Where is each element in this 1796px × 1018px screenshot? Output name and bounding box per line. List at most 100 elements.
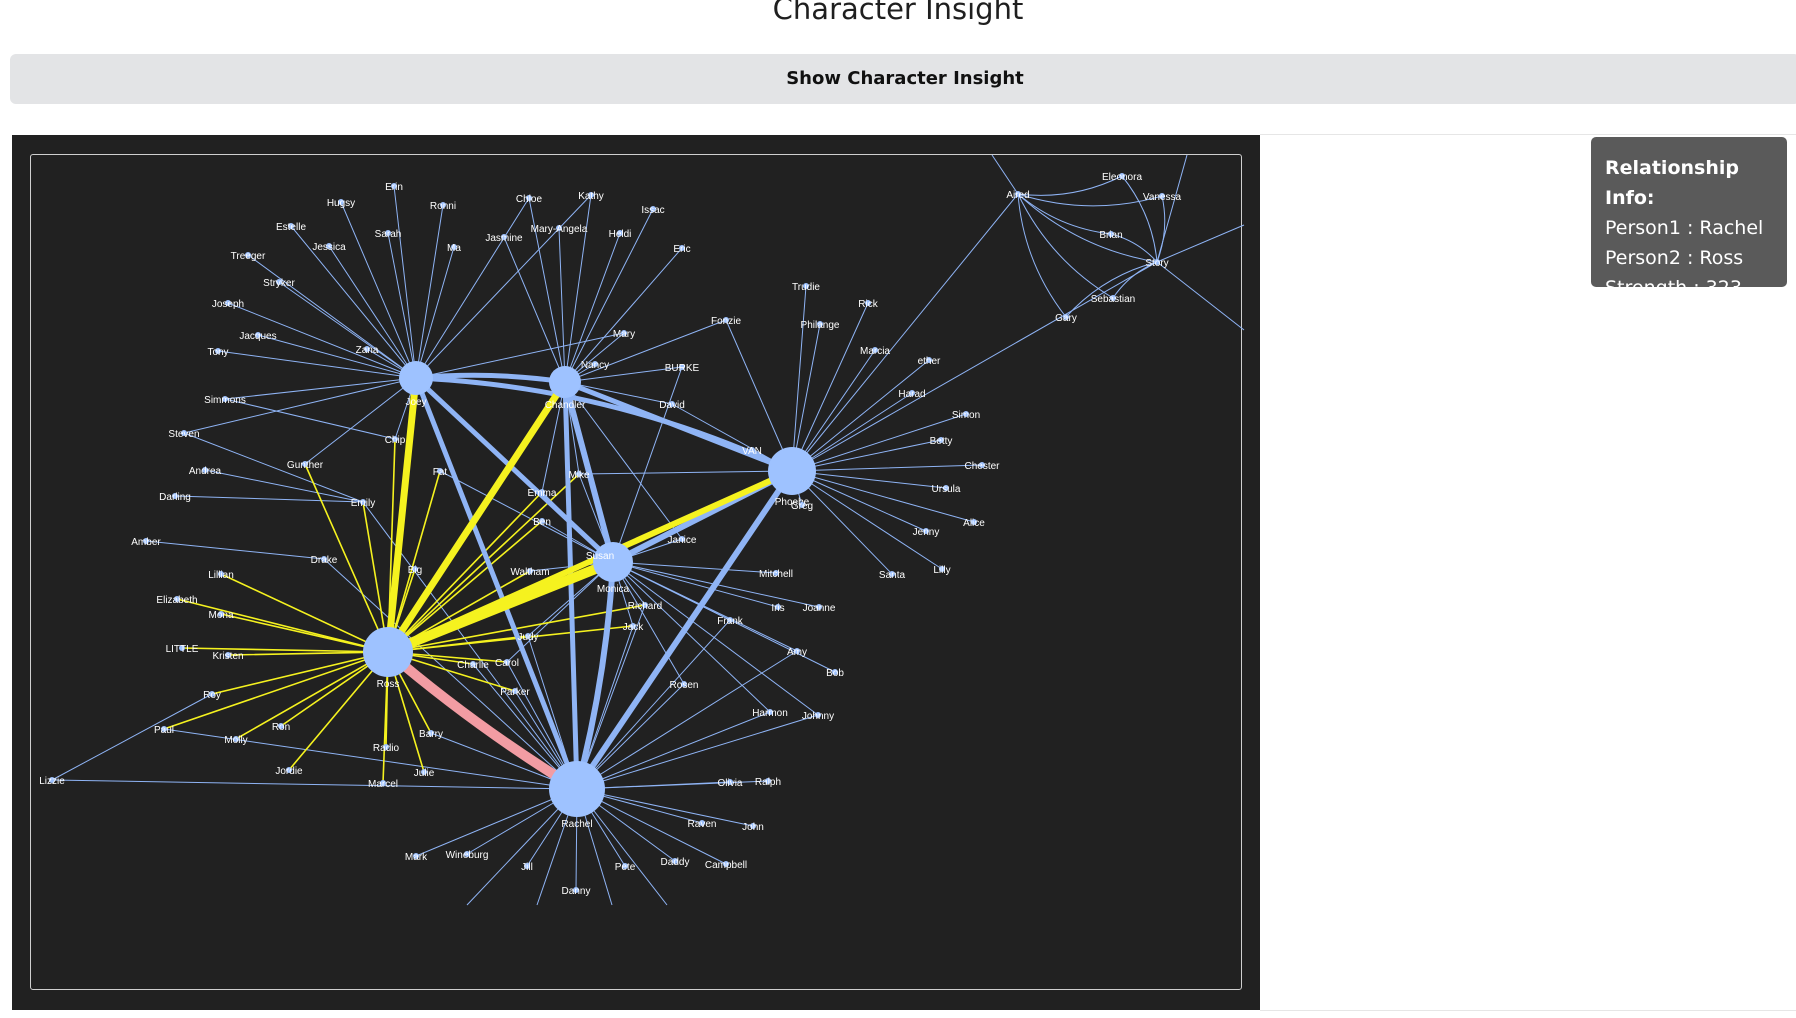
node-label: Eric bbox=[673, 244, 690, 255]
leaf-edge bbox=[725, 319, 793, 472]
leaf-edge bbox=[612, 561, 771, 713]
node-jessica bbox=[326, 243, 332, 249]
ross-hub-edge bbox=[385, 468, 795, 655]
leaf-edge bbox=[247, 254, 417, 379]
offscreen-edge bbox=[1156, 154, 1188, 263]
node-david bbox=[669, 401, 675, 407]
leaf-edge bbox=[290, 225, 417, 379]
node-label: Roy bbox=[203, 690, 221, 701]
ross-leaf-edge bbox=[176, 598, 389, 653]
node-label: Ralph bbox=[755, 777, 781, 788]
node-jordie bbox=[286, 767, 292, 773]
ross-leaf-edge bbox=[387, 520, 543, 653]
person1-label: Person1 : Rachel bbox=[1605, 217, 1764, 239]
leaf-edge bbox=[576, 711, 771, 790]
leaf-edge bbox=[224, 398, 396, 440]
cluster-edge bbox=[1121, 175, 1158, 263]
node-amber bbox=[143, 538, 149, 544]
node-label: Fonzie bbox=[711, 316, 741, 327]
node-parker bbox=[512, 688, 518, 694]
node-olivia bbox=[727, 779, 733, 785]
leaf-edge bbox=[612, 366, 683, 563]
leaf-edge bbox=[564, 232, 621, 383]
node-label: Greg bbox=[791, 501, 813, 512]
node-lizzie bbox=[49, 777, 55, 783]
node-label: Andrea bbox=[189, 466, 222, 477]
node-label: Mitchell bbox=[759, 569, 793, 580]
node-gary bbox=[1063, 314, 1069, 320]
hub-edge bbox=[562, 379, 580, 792]
node-daddy bbox=[672, 858, 678, 864]
node-label: Julie bbox=[414, 768, 435, 779]
offscreen-edge bbox=[1156, 261, 1245, 331]
ross-leaf-edge bbox=[227, 651, 389, 656]
node-iris bbox=[775, 604, 781, 610]
node-vanessa bbox=[1159, 193, 1165, 199]
node-label: Elizabeth bbox=[156, 595, 197, 606]
hub-node-monica bbox=[593, 542, 633, 582]
node-elizabeth bbox=[174, 596, 180, 602]
node-label: Monica bbox=[597, 584, 630, 595]
node-estelle bbox=[288, 223, 294, 229]
node-ben bbox=[539, 518, 545, 524]
leaf-edge bbox=[227, 302, 417, 379]
node-darling bbox=[172, 493, 178, 499]
node-label: Marcel bbox=[368, 779, 398, 790]
leaf-edge bbox=[791, 285, 807, 472]
node-label: Vanessa bbox=[1143, 192, 1182, 203]
node-mike bbox=[576, 471, 582, 477]
leaf-edge bbox=[415, 194, 592, 379]
cluster-edge bbox=[1017, 193, 1067, 318]
node-label: Richard bbox=[628, 601, 662, 612]
ross-leaf-edge bbox=[304, 463, 389, 653]
hub-edge bbox=[574, 561, 616, 790]
node-janice bbox=[679, 536, 685, 542]
node-label: Ronni bbox=[430, 201, 456, 212]
node-label: Phoebe bbox=[775, 497, 810, 508]
hub-node-phoebe bbox=[768, 447, 816, 495]
ross-leaf-edge bbox=[163, 651, 389, 730]
node-danny bbox=[573, 887, 579, 893]
node-label: Rick bbox=[858, 299, 878, 310]
node-ronni bbox=[440, 202, 446, 208]
node-treeger bbox=[245, 252, 251, 258]
node-label: Jordie bbox=[275, 766, 303, 777]
node-label: Frank bbox=[717, 616, 744, 627]
node-label: Raven bbox=[688, 819, 717, 830]
ross-leaf-edge bbox=[181, 647, 389, 653]
hub-edge bbox=[562, 379, 795, 474]
hub-edge bbox=[415, 375, 794, 474]
node-label: Iris bbox=[771, 603, 784, 614]
node-label: Alice bbox=[963, 518, 985, 529]
node-big bbox=[412, 566, 418, 572]
leaf-edge bbox=[304, 377, 417, 465]
node-label: Charlie bbox=[457, 660, 489, 671]
node-chloe bbox=[526, 195, 532, 201]
node-label: Heldi bbox=[609, 229, 632, 240]
leaf-edge bbox=[576, 650, 798, 790]
node-label: Betty bbox=[930, 436, 953, 447]
leaf-edge bbox=[340, 201, 417, 379]
node-richard bbox=[642, 602, 648, 608]
node-label: Barry bbox=[419, 729, 443, 740]
show-character-insight-button[interactable]: Show Character Insight bbox=[10, 54, 1796, 104]
node-label: Jacques bbox=[239, 331, 276, 342]
leaf-edge bbox=[204, 469, 364, 503]
node-label: Aired bbox=[1006, 190, 1029, 201]
cluster-edge bbox=[1017, 193, 1114, 299]
leaf-edge bbox=[506, 561, 614, 663]
relationship-info-heading: Relationship Info: bbox=[1605, 157, 1739, 209]
leaf-edge bbox=[503, 236, 566, 383]
node-sebastian bbox=[1110, 295, 1116, 301]
leaf-edge bbox=[564, 319, 727, 383]
leaf-edge bbox=[415, 197, 530, 379]
node-harmon bbox=[767, 709, 773, 715]
node-wineburg bbox=[464, 851, 470, 857]
node-label: LITTLE bbox=[166, 644, 199, 655]
node-label: Sebastian bbox=[1091, 294, 1135, 305]
node-label: Chip bbox=[385, 435, 406, 446]
node-label: Philange bbox=[801, 320, 840, 331]
